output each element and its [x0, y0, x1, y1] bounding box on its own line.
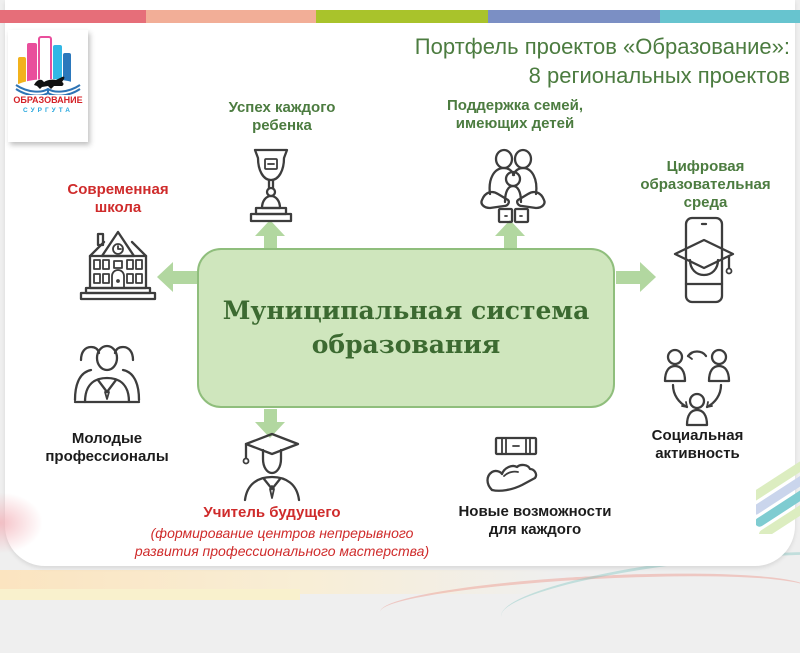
- trophy-icon: [243, 146, 299, 226]
- stripe-green: [316, 10, 488, 23]
- bottom-yellow-band: [0, 589, 300, 600]
- left-pink-decor: [0, 493, 42, 553]
- stripe-blue: [488, 10, 660, 23]
- slide-title: Портфель проектов «Образование»: 8 регио…: [414, 34, 790, 88]
- label-success: Успех каждого ребенка: [228, 99, 336, 134]
- label-young-professionals: Молодые профессионалы: [45, 430, 169, 465]
- smartphone-graduation-icon: [672, 216, 736, 306]
- logo-city-text: СУРГУТА: [23, 106, 73, 114]
- people-arrows-icon: [655, 345, 739, 433]
- hand-with-book-icon: [482, 434, 548, 500]
- top-color-stripe: [0, 10, 800, 23]
- logo-art-icon: [13, 36, 83, 95]
- stripe-pink: [0, 10, 146, 23]
- arrow-down-to-teacher: [255, 409, 285, 438]
- label-digital: Цифровая образовательная среда: [640, 158, 771, 211]
- label-future-teacher-sub: (формирование центров непрерывного разви…: [134, 525, 430, 560]
- stripe-teal: [660, 10, 800, 23]
- label-future-teacher: Учитель будущего: [203, 504, 341, 521]
- arrow-right-to-digital: [616, 262, 656, 292]
- label-modern-school: Современная школа: [67, 181, 169, 216]
- professionals-group-icon: [67, 340, 147, 426]
- arrow-up-to-family: [495, 220, 525, 249]
- logo-org-text: ОБРАЗОВАНИЕ: [13, 95, 83, 105]
- arrow-left-to-school: [157, 262, 197, 292]
- hub-box: Муниципальная система образования: [197, 248, 615, 408]
- label-social-activity: Социальная активность: [651, 427, 744, 462]
- graduate-teacher-icon: [240, 432, 304, 504]
- school-building-icon: [78, 226, 158, 302]
- surgut-education-logo: ОБРАЗОВАНИЕ СУРГУТА: [8, 30, 88, 142]
- label-family-support: Поддержка семей, имеющих детей: [446, 97, 584, 132]
- stripe-salmon: [146, 10, 316, 23]
- label-new-opportunities: Новые возможности для каждого: [458, 503, 612, 538]
- arrow-up-to-trophy: [255, 220, 285, 249]
- family-in-hands-icon: [477, 148, 549, 226]
